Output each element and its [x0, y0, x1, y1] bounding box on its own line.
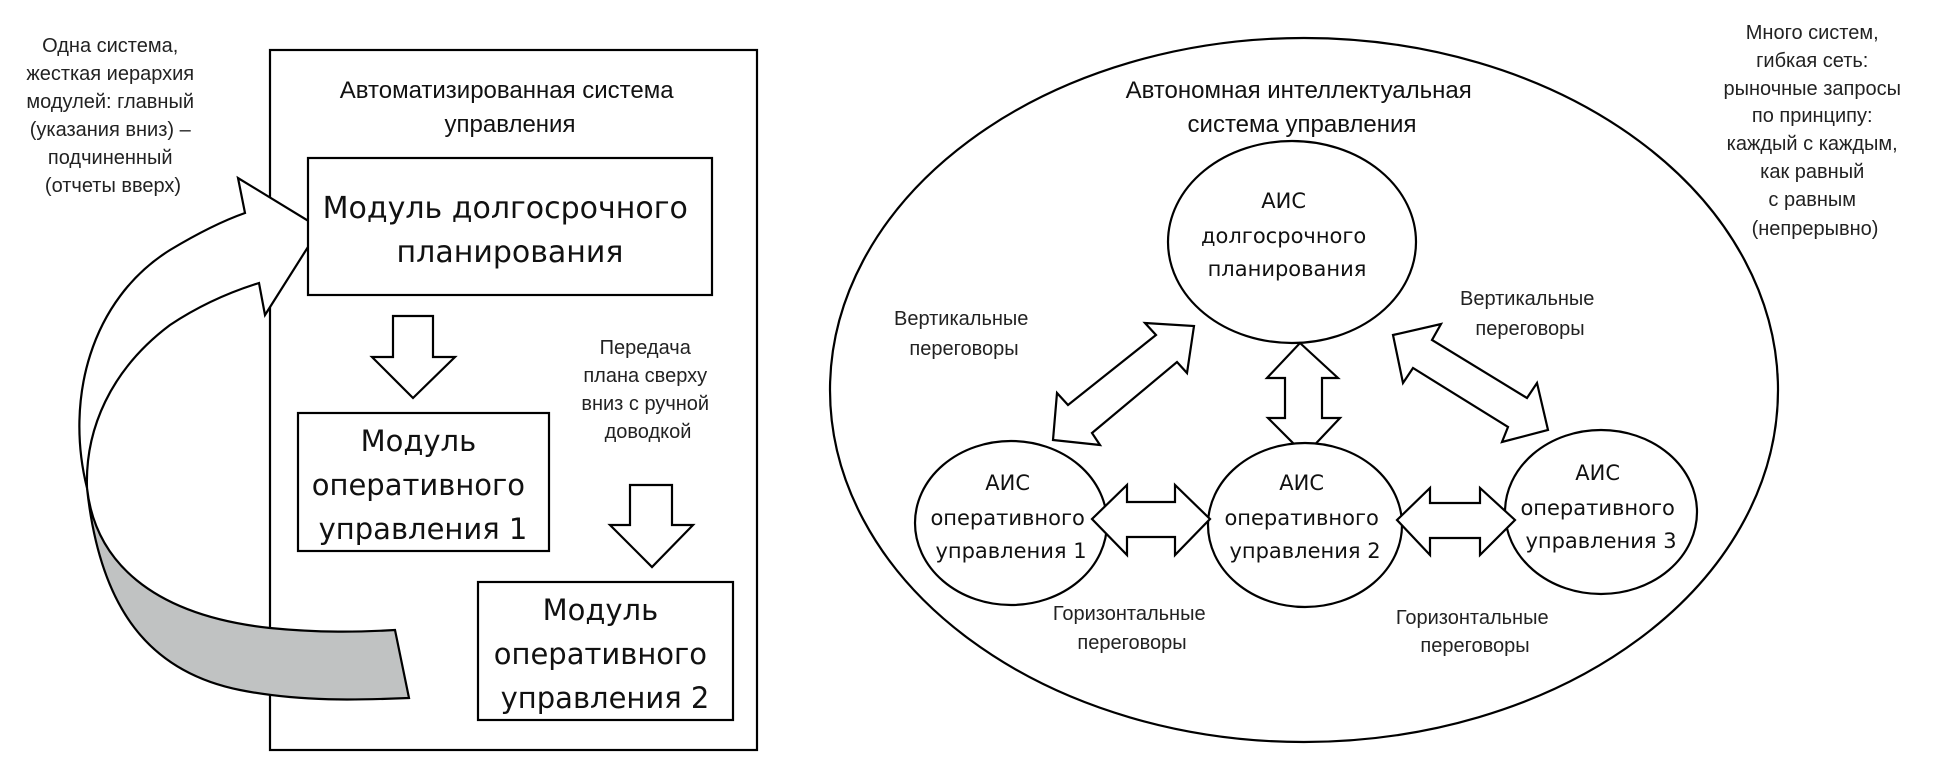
left-panel: Одна система, жесткая иерархия модулей: …: [26, 35, 759, 752]
down-arrow-icon: [369, 314, 458, 400]
module-long-term-box: [306, 156, 714, 297]
horizontal-label-line: переговоры: [1077, 632, 1186, 654]
node-ais-operational-2-label: АИС оперативного управления 2: [1224, 471, 1385, 563]
plan-transfer-note: Передача плана сверху вниз с ручной дово…: [581, 337, 714, 443]
automated-system-title: Автоматизированная система управления: [340, 77, 680, 138]
module-operational-2-box: [476, 580, 735, 722]
node-ais-operational-1-label: АИС оперативного управления 1: [930, 471, 1091, 563]
plan-transfer-note-line: Передача: [600, 337, 692, 359]
automated-system-title-line: управления: [445, 111, 576, 138]
node-label-line: управления 3: [1525, 529, 1676, 553]
module-operational-1-line: Модуль: [361, 424, 477, 458]
network-note-line: как равный: [1760, 161, 1864, 183]
module-operational-1-box: [296, 411, 551, 553]
node-label-line: оперативного: [1520, 496, 1674, 520]
network-note-line: по принципу:: [1752, 105, 1873, 127]
horizontal-label-line: Горизонтальные: [1053, 603, 1206, 625]
node-label-line: планирования: [1208, 257, 1367, 281]
hierarchy-note-line: (указания вниз) –: [30, 119, 192, 141]
node-ais-operational-3-label: АИС оперативного управления 3: [1520, 461, 1681, 553]
horizontal-label-line: Горизонтальные: [1396, 607, 1549, 629]
module-operational-2-line: управления 2: [501, 681, 710, 715]
module-operational-1-line: оперативного: [312, 468, 525, 502]
vertical-label-line: Вертикальные: [894, 308, 1028, 330]
autonomous-system-title-line: Автономная интеллектуальная: [1126, 77, 1472, 104]
network-note-line: Много систем,: [1746, 22, 1879, 44]
node-label-line: оперативного: [1224, 506, 1378, 530]
module-operational-2-line: оперативного: [494, 637, 707, 671]
right-panel: Автономная интеллектуальная система упра…: [828, 22, 1906, 744]
node-label-line: АИС: [1575, 461, 1620, 485]
diagonal-double-arrow-left-icon: [1051, 321, 1196, 447]
plan-transfer-note-line: плана сверху: [583, 365, 707, 387]
node-label-line: АИС: [1279, 471, 1324, 495]
node-ais-long-term-label: АИС долгосрочного планирования: [1201, 189, 1373, 281]
node-label-line: управления 1: [935, 539, 1086, 563]
down-arrow-icon: [607, 483, 696, 569]
network-note: Много систем, гибкая сеть: рыночные запр…: [1723, 22, 1906, 240]
vertical-negotiations-right-label: Вертикальные переговоры: [1460, 288, 1600, 340]
feedback-arrow-head: [78, 175, 322, 489]
autonomous-system-title-line: система управления: [1188, 111, 1417, 138]
feedback-arrow-tail: [85, 487, 411, 701]
plan-transfer-note-line: вниз с ручной: [581, 393, 709, 415]
module-operational-2-line: Модуль: [543, 593, 659, 627]
hierarchy-note: Одна система, жесткая иерархия модулей: …: [26, 35, 199, 197]
hierarchy-note-line: модулей: главный: [26, 91, 194, 113]
network-note-line: каждый с каждым,: [1727, 133, 1898, 155]
module-operational-1-line: управления 1: [319, 512, 528, 546]
network-note-line: (непрерывно): [1752, 218, 1879, 240]
hierarchy-note-line: подчиненный: [48, 147, 173, 169]
node-label-line: АИС: [985, 471, 1030, 495]
node-label-line: АИС: [1261, 189, 1306, 213]
module-operational-2-label: Модуль оперативного управления 2: [494, 593, 716, 715]
horizontal-negotiations-2-label: Горизонтальные переговоры: [1396, 607, 1554, 657]
vertical-label-line: Вертикальные: [1460, 288, 1594, 310]
vertical-label-line: переговоры: [909, 338, 1018, 360]
network-note-line: рыночные запросы: [1723, 78, 1901, 100]
node-label-line: управления 2: [1229, 539, 1380, 563]
node-ais-long-term: [1166, 139, 1418, 345]
hierarchy-note-line: (отчеты вверх): [45, 175, 181, 197]
hierarchy-note-line: Одна система,: [42, 35, 178, 57]
plan-transfer-note-line: доводкой: [605, 421, 692, 443]
horizontal-double-arrow-2-icon: [1395, 485, 1517, 558]
network-note-line: с равным: [1768, 189, 1856, 211]
module-operational-1-label: Модуль оперативного управления 1: [312, 424, 534, 546]
node-label-line: долгосрочного: [1201, 224, 1366, 248]
horizontal-label-line: переговоры: [1420, 635, 1529, 657]
diagonal-double-arrow-right-icon: [1391, 322, 1550, 444]
autonomous-system-title: Автономная интеллектуальная система упра…: [1126, 77, 1479, 138]
module-long-term-line: Модуль долгосрочного: [323, 191, 688, 226]
node-label-line: оперативного: [930, 506, 1084, 530]
hierarchy-note-line: жесткая иерархия: [26, 63, 194, 85]
module-long-term-label: Модуль долгосрочного планирования: [323, 191, 698, 270]
horizontal-double-arrow-1-icon: [1090, 482, 1212, 558]
module-long-term-line: планирования: [397, 235, 624, 270]
automated-system-title-line: Автоматизированная система: [340, 77, 674, 104]
vertical-label-line: переговоры: [1475, 318, 1584, 340]
horizontal-negotiations-1-label: Горизонтальные переговоры: [1053, 603, 1211, 654]
vertical-negotiations-left-label: Вертикальные переговоры: [894, 308, 1034, 360]
network-note-line: гибкая сеть:: [1756, 50, 1868, 72]
